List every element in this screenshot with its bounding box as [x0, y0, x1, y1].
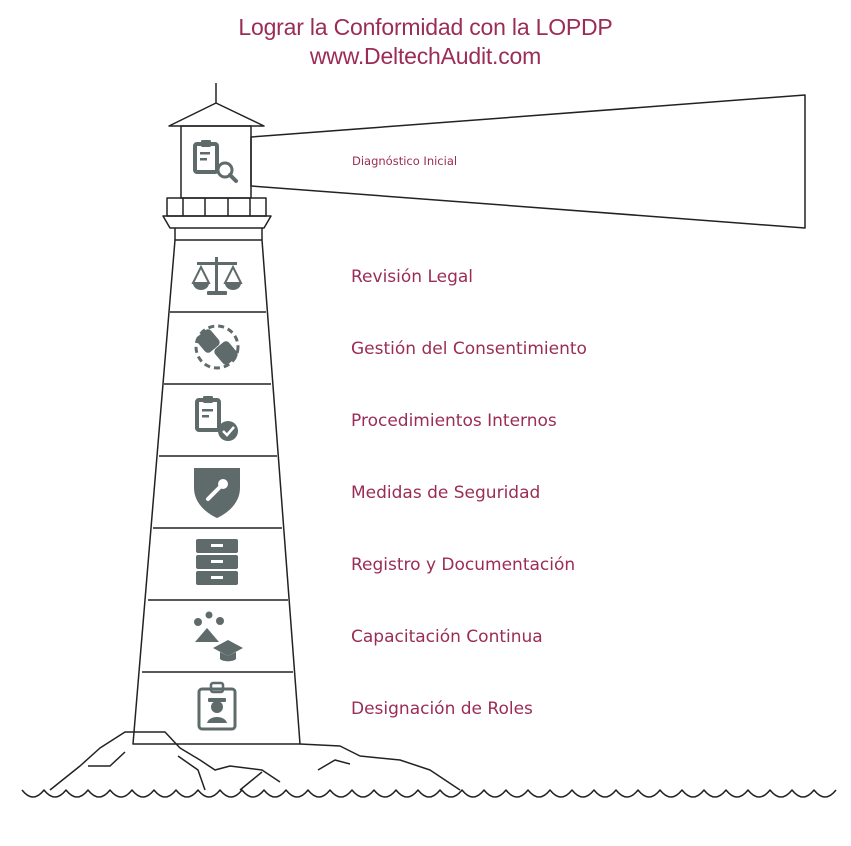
title-line-1: Lograr la Conformidad con la LOPDP [238, 14, 613, 40]
clipboard-check-icon [195, 396, 238, 441]
lighthouse-roof [168, 102, 265, 127]
rocks [49, 731, 281, 791]
id-badge-icon [197, 681, 237, 731]
title-line-2: www.DeltechAudit.com [309, 43, 542, 69]
beam-label: Diagnóstico Inicial [352, 154, 458, 168]
handshake-gear-icon [194, 324, 240, 370]
gallery-deck [162, 215, 272, 229]
step-label-2: Gestión del Consentimiento [351, 339, 587, 359]
step-label-5: Registro y Documentación [351, 555, 576, 575]
gallery-rail [166, 197, 267, 217]
filing-cabinet-icon [196, 539, 238, 585]
step-label-7: Designación de Roles [351, 699, 533, 719]
sea-waves [21, 789, 837, 798]
light-beam [250, 94, 806, 229]
step-label-1: Revisión Legal [351, 267, 474, 287]
step-label-6: Capacitación Continua [351, 627, 543, 647]
graduation-group-icon [194, 611, 243, 662]
step-label-3: Procedimientos Internos [351, 411, 557, 431]
step-label-4: Medidas de Seguridad [351, 483, 541, 503]
scales-icon [191, 257, 243, 295]
shield-key-icon [194, 468, 240, 518]
clipboard-search-icon [193, 140, 238, 183]
